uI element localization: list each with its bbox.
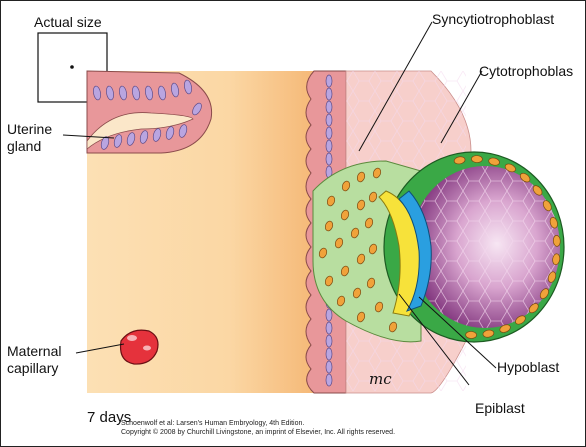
cell-nucleus <box>326 140 332 152</box>
credit-line-2: Copyright © 2008 by Churchill Livingston… <box>121 429 395 438</box>
cell-nucleus <box>326 322 332 334</box>
cytotrophoblast-label: Cytotrophoblas <box>479 63 573 79</box>
cell-nucleus <box>326 361 332 373</box>
cell-nucleus <box>471 155 482 162</box>
cell-nucleus <box>326 348 332 360</box>
actual-size-label: Actual size <box>34 14 102 30</box>
syncytiotrophoblast-label: Syncytiotrophoblast <box>432 11 554 27</box>
cell-nucleus <box>326 374 332 386</box>
epiblast-label: Epiblast <box>475 400 525 416</box>
cell-nucleus <box>326 153 332 165</box>
actual-size-dot <box>70 65 74 69</box>
cell-nucleus <box>326 75 332 87</box>
cell-nucleus <box>326 114 332 126</box>
credit-line-1: Schoenwolf et al: Larsen's Human Embryol… <box>121 420 395 429</box>
cell-nucleus <box>326 309 332 321</box>
uterine-gland <box>87 71 212 153</box>
maternal-capillary-label-line2: capillary <box>7 360 58 376</box>
cell-nucleus <box>326 101 332 113</box>
artist-signature: mc <box>369 371 392 388</box>
cell-nucleus <box>326 127 332 139</box>
copyright-credit: Schoenwolf et al: Larsen's Human Embryol… <box>121 420 395 438</box>
uterine-gland-label-line1: Uterine <box>7 121 52 137</box>
cell-nucleus <box>465 331 476 338</box>
maternal-capillary-label-line1: Maternal <box>7 343 61 359</box>
hypoblast-label: Hypoblast <box>497 359 559 375</box>
cell-nucleus <box>326 88 332 100</box>
cell-nucleus <box>326 335 332 347</box>
uterine-gland-label-line2: gland <box>7 138 41 154</box>
